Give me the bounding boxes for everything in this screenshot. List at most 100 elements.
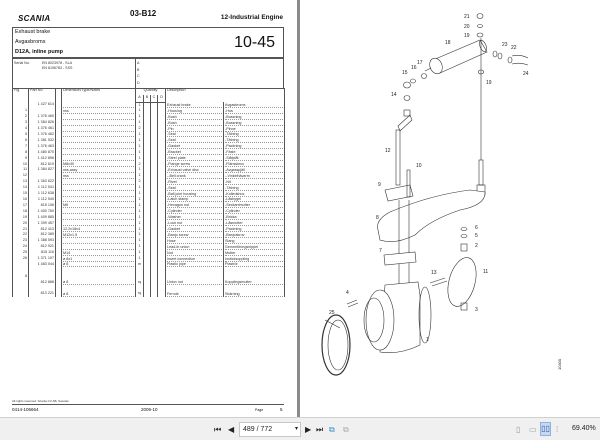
row-qty-a-text: 1 bbox=[138, 244, 141, 249]
empty-cell bbox=[156, 167, 167, 174]
row-part-no-text: 1 376 460 bbox=[37, 114, 54, 119]
row-dimension-text: M8x30 bbox=[63, 162, 134, 168]
row-dimension-text: M12x1.5 bbox=[63, 233, 134, 238]
empty-cell bbox=[156, 250, 167, 257]
cylinder-part bbox=[424, 39, 488, 75]
row-description-sv-text: -Fäste bbox=[225, 150, 284, 156]
row-fig-text: 22 bbox=[22, 232, 27, 237]
col-qty-b: B bbox=[143, 95, 151, 103]
row-part-no-text: 1 384 826 bbox=[37, 120, 54, 125]
empty-cell bbox=[156, 208, 167, 215]
row-description-en-text: -Pin bbox=[167, 127, 223, 132]
row-qty-a-text: 1 bbox=[138, 137, 141, 142]
row-fig-text: 7 bbox=[24, 143, 27, 148]
last-page-icon[interactable]: ⏭ bbox=[316, 425, 324, 434]
page-number-input[interactable]: 489 / 772▾ bbox=[239, 422, 301, 437]
row-dimension-text bbox=[63, 221, 134, 227]
row-description-sv-text: -Packning bbox=[225, 227, 284, 232]
empty-cell bbox=[156, 202, 167, 209]
col-qty-d: D bbox=[156, 95, 167, 103]
row-description-sv: -Tätning bbox=[223, 185, 286, 192]
row-fig-text: 21 bbox=[22, 226, 27, 231]
two-page-continuous-icon[interactable]: ⁞ bbox=[556, 425, 559, 434]
row-description-en-text: -Exhaust valve disc bbox=[167, 168, 223, 173]
category-title: 12-Industrial Engine bbox=[220, 14, 283, 21]
row-dimension-text bbox=[63, 132, 134, 138]
title-block bbox=[12, 27, 284, 58]
empty-cell bbox=[156, 108, 167, 115]
row-description-sv: -Packning bbox=[223, 226, 286, 233]
row-qty-a-text: 1 bbox=[138, 191, 141, 196]
row-description-sv: -Fäste bbox=[223, 149, 286, 156]
row-dimension-text: nss,assy bbox=[63, 168, 134, 173]
empty-cell bbox=[156, 285, 167, 292]
row-fig-text: 5 bbox=[24, 132, 27, 137]
callout-label: 3 bbox=[475, 307, 478, 313]
two-page-icon[interactable]: ▯▯ bbox=[540, 422, 551, 436]
col-quantity: Quantity bbox=[134, 88, 167, 95]
empty-cell bbox=[156, 102, 167, 109]
row-fig-text: 1 bbox=[24, 108, 27, 113]
row-part-no-text: 1 399 457 bbox=[37, 220, 54, 225]
dropdown-icon[interactable]: ▾ bbox=[294, 426, 298, 432]
callout-label: 19 bbox=[464, 33, 470, 39]
drawing-id: 10400 bbox=[557, 358, 562, 370]
first-page-icon[interactable]: ⏮ bbox=[214, 425, 222, 434]
row-description-sv-text: -Flänsskruv bbox=[225, 162, 284, 168]
previous-view-icon[interactable]: ⧉ bbox=[329, 425, 335, 434]
row-dimension-text bbox=[63, 144, 134, 150]
serial-label: Serial No. bbox=[14, 61, 30, 65]
callout-label: 19 bbox=[486, 80, 492, 86]
row-description-en-text: -Bush bbox=[167, 121, 223, 126]
variant-b: B bbox=[137, 67, 140, 72]
row-fig-text: 24 bbox=[22, 244, 27, 249]
row-dimension-text bbox=[63, 239, 134, 244]
valve-disc bbox=[429, 227, 477, 311]
row-part-no-text: 815 116 bbox=[40, 250, 54, 255]
row-qty-a-text: 1 bbox=[138, 132, 141, 137]
continuous-icon[interactable]: ▭ bbox=[529, 425, 537, 434]
row-description-en-text: -Rivet bbox=[167, 180, 223, 185]
row-description-en-text: -Seal bbox=[167, 138, 223, 144]
row-description-sv-text: Genomföringsnippel bbox=[225, 245, 284, 250]
row-description-en-text: Union nut bbox=[167, 280, 223, 286]
row-part-no-text: 812 389 bbox=[40, 232, 54, 237]
row-qty-a-text: 1 bbox=[138, 220, 141, 225]
row-dimension-text bbox=[63, 121, 134, 126]
row-fig-text: 14 bbox=[22, 185, 27, 190]
single-page-icon[interactable]: ▯ bbox=[516, 425, 521, 434]
row-fig-text: 6 bbox=[24, 137, 27, 142]
empty-cell bbox=[156, 120, 167, 127]
next-page-icon[interactable]: ▶ bbox=[305, 425, 312, 434]
row-description-sv-text: -Sexkantmutter bbox=[225, 203, 284, 209]
row-description-sv: -Bussning bbox=[223, 120, 286, 127]
row-qty-a-text: 1 bbox=[138, 197, 141, 201]
empty-cell bbox=[156, 155, 167, 162]
next-view-icon[interactable]: ⧉ bbox=[343, 425, 349, 434]
zoom-level[interactable]: 69.40% bbox=[572, 425, 596, 432]
row-description-sv-text: Slang bbox=[225, 239, 284, 244]
row-fig-text: 2 bbox=[24, 114, 27, 119]
previous-page-icon[interactable]: ◀ bbox=[228, 425, 235, 434]
row-fig-text: 12 bbox=[22, 173, 27, 178]
row-description-en-text: --Bell crank bbox=[167, 174, 223, 179]
empty-cell bbox=[156, 291, 167, 298]
row-part-no-text: 815 106 bbox=[40, 202, 54, 207]
row-fig-text: 20 bbox=[22, 220, 27, 225]
row-dimension-text: 12.2x18x4 bbox=[63, 227, 134, 232]
row-description-sv: -Avgasspjäll bbox=[223, 167, 286, 174]
row-qty-a-text: 1 bbox=[138, 155, 141, 160]
row-dimension-text: nss bbox=[63, 174, 134, 179]
row-part-no-text: 1 376 462 bbox=[37, 132, 54, 137]
col-dimension: Dimension/Type/Notes bbox=[61, 88, 136, 102]
